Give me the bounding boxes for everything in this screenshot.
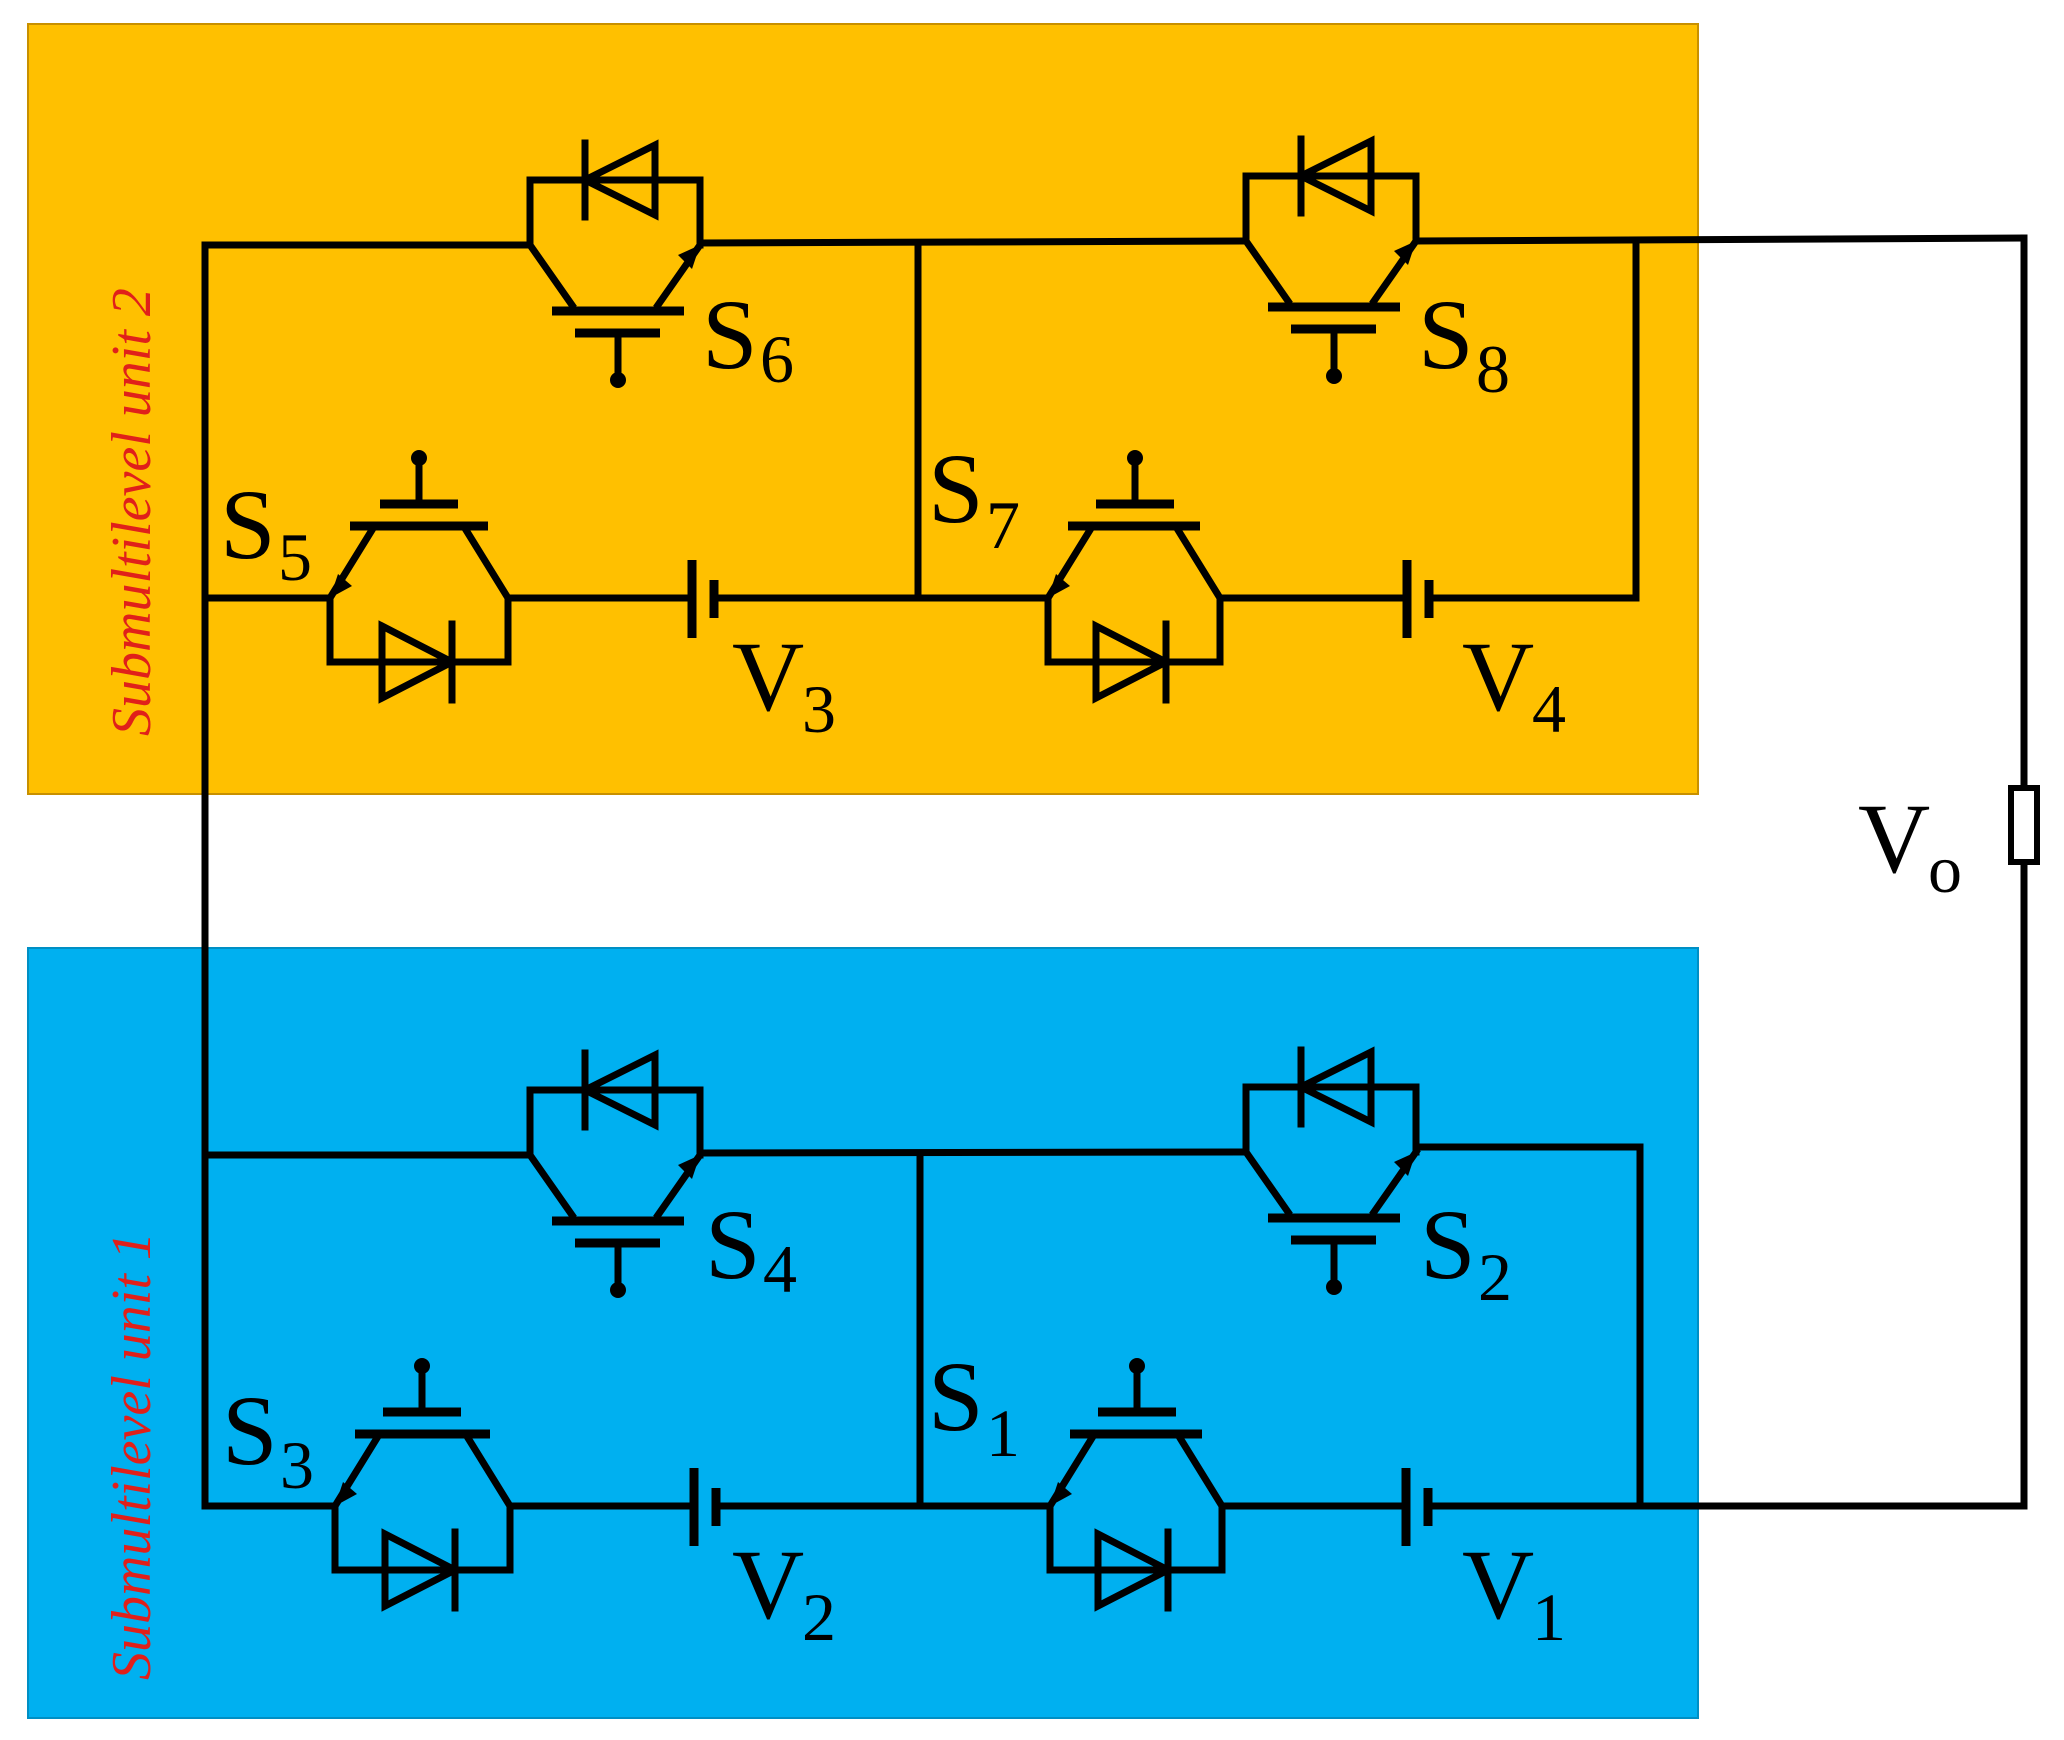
svg-text:V: V <box>732 1529 804 1640</box>
label-s1: S 1 <box>928 1341 1020 1471</box>
igbt-s1 <box>1045 1358 1227 1612</box>
svg-text:1: 1 <box>1532 1579 1566 1655</box>
label-v4: V 4 <box>1462 621 1566 747</box>
label-s8: S 8 <box>1418 279 1510 407</box>
svg-text:7: 7 <box>986 487 1020 563</box>
svg-text:S: S <box>220 469 276 580</box>
svg-text:S: S <box>222 1375 278 1486</box>
battery-v2 <box>689 1468 721 1546</box>
label-v1: V 1 <box>1462 1529 1566 1655</box>
load-resistor <box>2008 785 2040 865</box>
svg-text:4: 4 <box>763 1231 797 1307</box>
svg-text:V: V <box>1858 783 1930 894</box>
battery-v3 <box>687 560 719 638</box>
svg-text:2: 2 <box>802 1579 836 1655</box>
label-s2: S 2 <box>1420 1189 1512 1315</box>
svg-text:o: o <box>1928 831 1962 907</box>
unit-1-wiring <box>201 1143 2028 1510</box>
svg-text:S: S <box>702 279 758 390</box>
svg-text:2: 2 <box>1478 1239 1512 1315</box>
igbt-s6 <box>525 139 705 388</box>
svg-text:4: 4 <box>1532 671 1566 747</box>
svg-text:V: V <box>1462 1529 1534 1640</box>
svg-text:6: 6 <box>760 321 794 397</box>
unit-1-title: Submultilevel unit 1 <box>101 1232 163 1680</box>
igbt-s5 <box>325 450 513 704</box>
svg-text:8: 8 <box>1476 331 1510 407</box>
label-vo: V o <box>1858 783 1962 907</box>
svg-text:V: V <box>732 621 804 732</box>
label-s6: S 6 <box>702 279 794 397</box>
svg-text:1: 1 <box>986 1395 1020 1471</box>
svg-text:S: S <box>1420 1189 1476 1300</box>
unit-2-title: Submultilevel unit 2 <box>101 288 163 736</box>
unit-2-wiring <box>201 234 2028 602</box>
unit-1-panel <box>27 947 1699 1719</box>
svg-text:3: 3 <box>280 1427 314 1503</box>
svg-text:3: 3 <box>802 671 836 747</box>
igbt-s4 <box>525 1049 705 1298</box>
svg-text:S: S <box>705 1189 761 1300</box>
svg-text:S: S <box>1418 279 1474 390</box>
battery-v1 <box>1401 1468 1433 1546</box>
igbt-s7 <box>1043 450 1225 704</box>
svg-text:S: S <box>928 1341 984 1452</box>
svg-text:V: V <box>1462 621 1534 732</box>
label-s3: S 3 <box>222 1375 314 1503</box>
svg-text:5: 5 <box>278 519 312 595</box>
label-v2: V 2 <box>732 1529 836 1655</box>
igbt-s2 <box>1241 1046 1421 1295</box>
label-s7: S 7 <box>928 433 1020 563</box>
battery-v4 <box>1402 560 1434 638</box>
igbt-s8 <box>1241 135 1421 384</box>
svg-text:S: S <box>928 433 984 544</box>
label-v3: V 3 <box>732 621 836 747</box>
label-s5: S 5 <box>220 469 312 595</box>
igbt-s3 <box>330 1358 515 1612</box>
label-s4: S 4 <box>705 1189 797 1307</box>
unit-2-panel <box>27 23 1699 795</box>
